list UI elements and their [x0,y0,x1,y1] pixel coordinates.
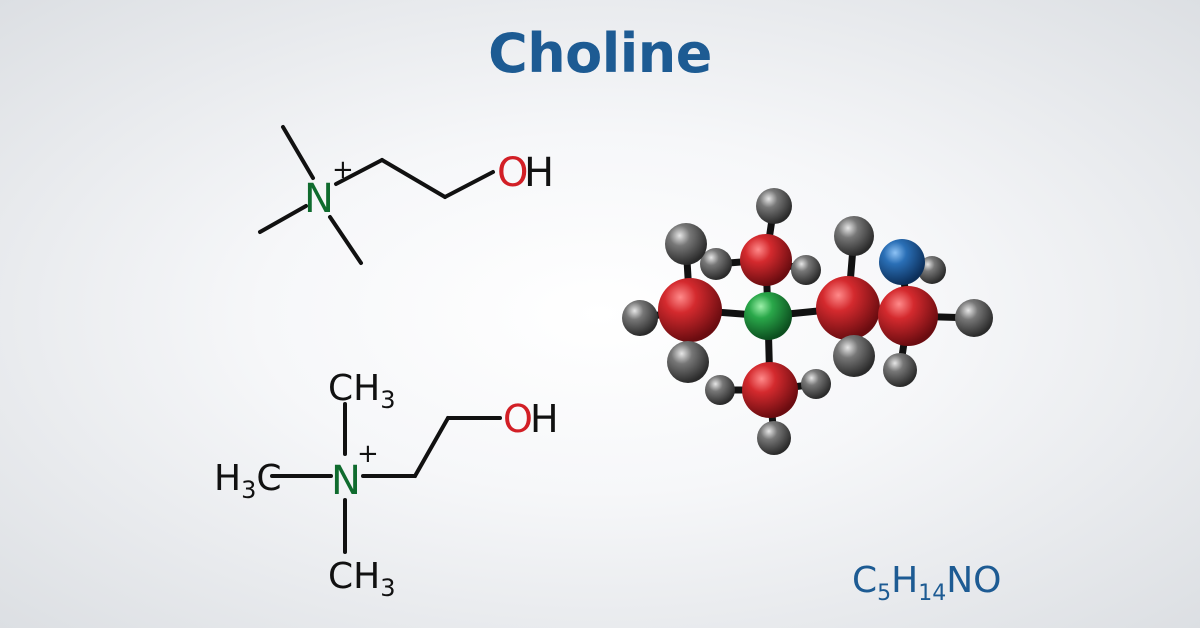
carbon-atom [816,276,880,340]
condensed-bonds [270,402,502,554]
carbon-atom [878,286,938,346]
skeletal-bond-c2-o [443,170,495,199]
molecular-formula: C5H14NO [852,560,1002,606]
condensed-bond-c1-c2 [413,416,450,478]
hydrogen-atom [834,216,874,256]
skeletal-bond-methyl-left [258,204,308,234]
hydrogen-atom [833,335,875,377]
hydrogen-atom [801,369,831,399]
skeletal-bond-c1-c2 [380,158,447,199]
nitrogen-atom [744,292,792,340]
hydrogen-atom [667,341,709,383]
carbon-atom [740,234,792,286]
condensed-charge: + [357,439,379,469]
skeletal-bonds [258,125,495,265]
condensed-o-atom: O [503,397,533,441]
skeletal-h-atom: H [524,150,554,196]
hydrogen-atom [700,248,732,280]
page-title: Choline [488,22,712,85]
condensed-ch3-top: CH3 [328,368,396,414]
hydrogen-atom [756,188,792,224]
hydrogen-atom [883,353,917,387]
hydrogen-atom [622,300,658,336]
skeletal-charge: + [332,155,354,185]
hydrogen-atom [665,223,707,265]
hydrogen-atom [791,255,821,285]
hydrogen-atom [955,299,993,337]
hydrogen-atom [918,256,946,284]
skeletal-n-atom: N [304,176,334,222]
hydrogen-atom [705,375,735,405]
oxygen-atom-blue [879,239,925,285]
carbon-atom [658,278,722,342]
skeletal-bond-methyl-bottom [328,215,363,265]
condensed-ch3-bottom: CH3 [328,556,396,602]
hydrogen-atom [757,421,791,455]
condensed-h3c-left: H3C [214,458,282,504]
skeletal-bond-methyl-top [281,125,315,180]
skeletal-o-atom: O [497,150,528,196]
condensed-h-atom: H [530,397,559,441]
model-atoms [622,188,993,455]
carbon-atom [742,362,798,418]
condensed-n-atom: N [331,458,361,504]
skeletal-bond-n-c1 [334,158,384,186]
